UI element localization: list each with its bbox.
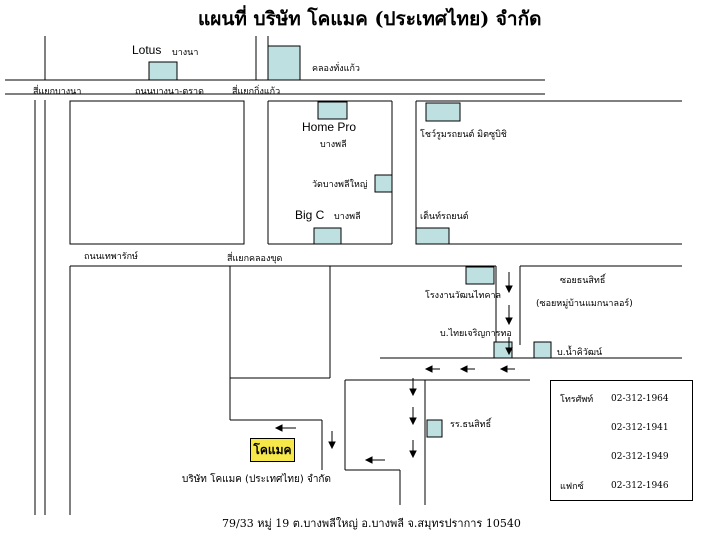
arrow-down-4 [409, 388, 417, 397]
contact-box: โทรศัพท์ 02-312-1964 02-312-1941 02-312-… [550, 380, 693, 501]
wat-label: วัดบางพลีใหญ่ [312, 180, 368, 190]
junction-khlong-label: สี่แยกคลองขุด [227, 254, 283, 264]
arrow-left-3 [499, 365, 508, 373]
khlong-building [267, 45, 301, 81]
junction-kingkaew-label: สี่แยกกิ่งแก้ว [232, 87, 281, 97]
namchai-label: บ.น้ำคิวัฒน์ [557, 348, 603, 358]
arrow-down-1 [505, 285, 513, 294]
arrow-left-4 [364, 456, 373, 464]
school-label: รร.ธนสิทธิ์ [450, 420, 492, 430]
map-title: แผนที่ บริษัท โคแมค (ประเทศไทย) จำกัด [198, 8, 542, 30]
fax-label: แฟกซ์ [560, 482, 584, 492]
soi-thanasit-label: ซอยธนสิทธิ์ [560, 276, 606, 286]
home-pro-building [317, 101, 348, 120]
address-footer: 79/33 หมู่ 19 ต.บางพลีใหญ่ อ.บางพลี จ.สม… [222, 517, 521, 530]
showroom-label: โชว์รูมรถยนต์ มิตซูบิชิ [420, 130, 507, 140]
home-pro-label: Home Pro [302, 120, 357, 134]
arrow-down-2 [505, 317, 513, 326]
arrow-left-5 [274, 424, 283, 432]
wat-building [374, 174, 393, 193]
factory-building [465, 266, 495, 285]
bangna-trat-label: ถนนบางนา-ตราด [135, 87, 204, 97]
thai-charoen-label: บ.ไทยเจริญการทอ [440, 329, 512, 339]
arrow-down-5 [409, 417, 417, 426]
big-c-label: Big C [295, 208, 325, 222]
phone-3: 02-312-1949 [611, 452, 669, 462]
khlong-label: คลองทั่งแก้ว [312, 64, 360, 74]
lotus-building [148, 61, 178, 81]
phone-1: 02-312-1964 [611, 394, 669, 404]
arrow-down-7 [328, 441, 336, 450]
namchai-building [533, 341, 552, 359]
big-c-branch-label: บางพลี [334, 212, 361, 222]
arrow-left-2 [459, 365, 468, 373]
arrow-down-3 [505, 347, 513, 356]
big-c-building [313, 227, 342, 245]
home-pro-branch-label: บางพลี [320, 140, 347, 150]
thepharak-label: ถนนเทพารักษ์ [84, 252, 138, 262]
school-building [426, 419, 443, 438]
lotus-label: Lotus [132, 43, 162, 57]
company-full-name: บริษัท โคแมค (ประเทศไทย) จำกัด [182, 474, 331, 485]
factory-label: โรงงานวัฒนไทคาล [425, 291, 502, 301]
arrow-down-6 [409, 450, 417, 459]
phone-label: โทรศัพท์ [560, 395, 594, 405]
tent-building [415, 227, 450, 245]
phone-2: 02-312-1941 [611, 423, 669, 433]
junction-bangna-label: สี่แยกบางนา [33, 87, 82, 97]
showroom-building [425, 102, 461, 122]
tent-label: เต็นท์รถยนต์ [420, 212, 469, 222]
thai-charoen-building [493, 341, 513, 359]
village-label: (ซอยหมู่บ้านแมกนาลอร์) [536, 299, 633, 309]
lotus-branch-label: บางนา [172, 48, 199, 58]
arrow-left-1 [424, 365, 433, 373]
company-badge: โคแมค [250, 438, 295, 462]
fax-number: 02-312-1946 [611, 481, 669, 491]
